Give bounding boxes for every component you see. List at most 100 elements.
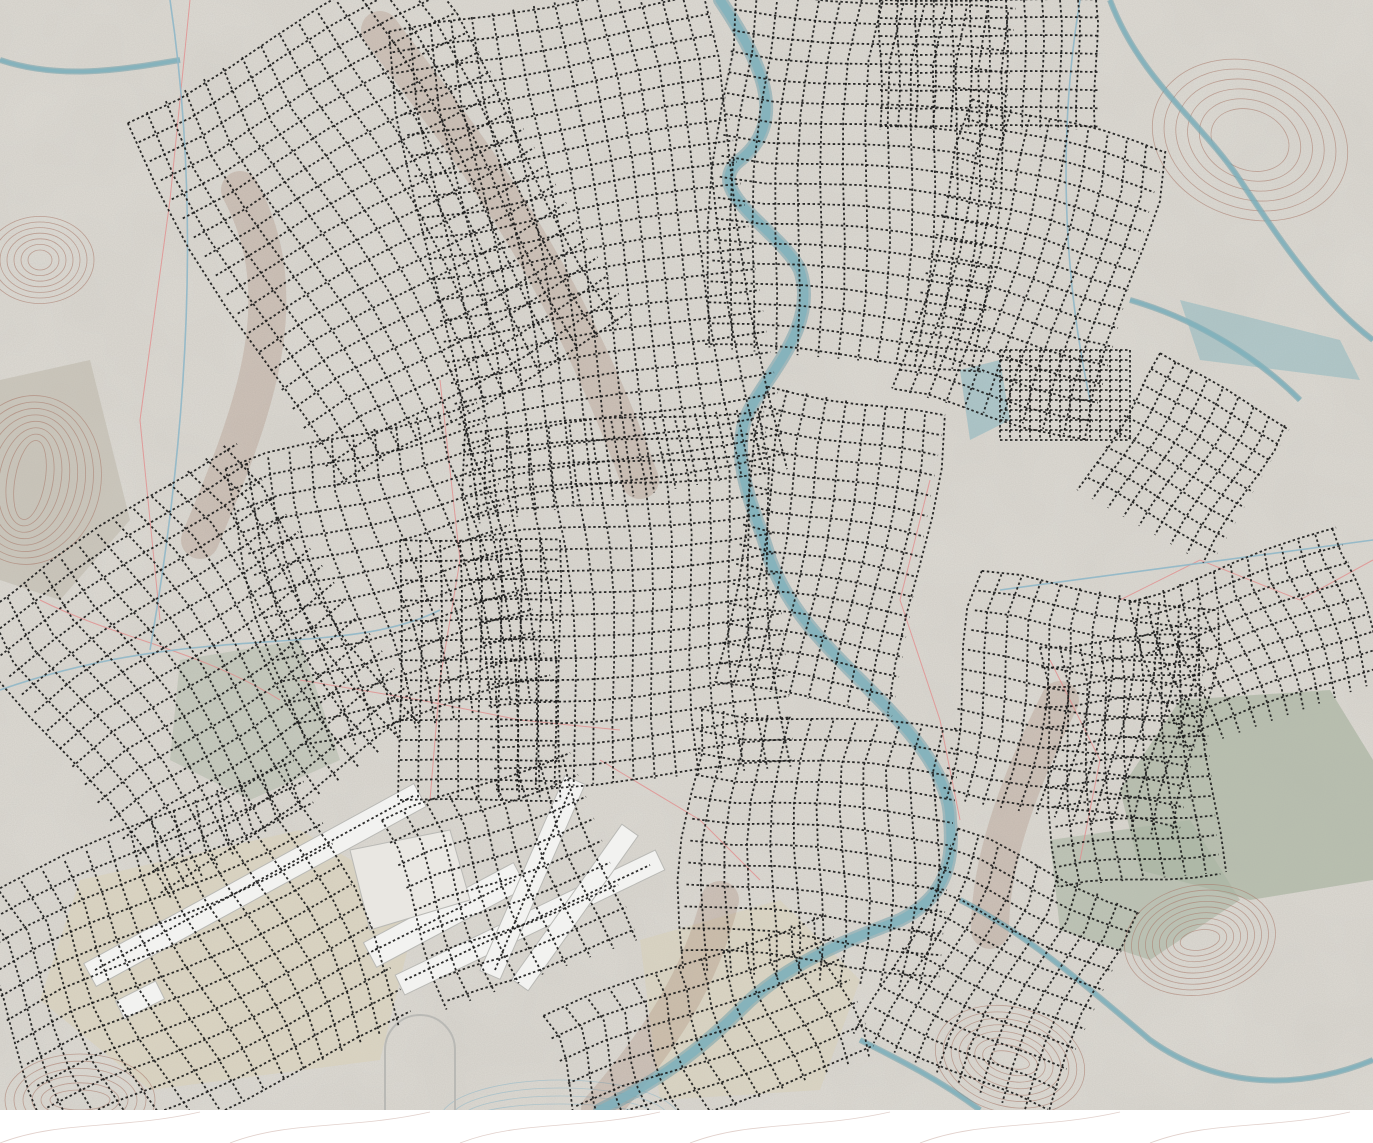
street-line-vertical xyxy=(477,539,483,801)
street-line-horizontal xyxy=(879,16,1101,20)
grid-east-lower xyxy=(1038,633,1228,888)
street-line-horizontal xyxy=(458,371,775,426)
street-line-horizontal xyxy=(567,979,850,1085)
airport-terminal xyxy=(349,829,471,931)
street-line-horizontal xyxy=(695,774,956,802)
street-line-horizontal xyxy=(948,847,1131,934)
arc-track xyxy=(384,1014,456,1110)
street-line-horizontal xyxy=(292,238,588,410)
street-line-horizontal xyxy=(717,196,997,227)
street-line-horizontal xyxy=(314,274,609,448)
grid-airport xyxy=(381,752,638,1010)
street-line-horizontal xyxy=(399,578,561,582)
street-line-vertical xyxy=(632,982,689,1124)
street-line-vertical xyxy=(859,724,879,985)
street-line-vertical xyxy=(132,508,321,795)
street-line-horizontal xyxy=(399,618,561,622)
street-line-vertical xyxy=(807,403,867,699)
street-line-horizontal xyxy=(1046,714,1207,729)
tributary xyxy=(1108,0,1373,342)
street-line-vertical xyxy=(574,0,656,493)
contour-fringe xyxy=(689,1111,891,1143)
street-line-vertical xyxy=(1118,640,1145,880)
street-line-horizontal xyxy=(721,154,1001,184)
street-line-vertical xyxy=(497,539,503,801)
street-line-horizontal xyxy=(138,0,434,144)
street-line-horizontal xyxy=(59,564,323,750)
street-line-horizontal xyxy=(714,238,993,270)
street-line-horizontal xyxy=(414,118,730,178)
grid-orthogonal xyxy=(397,538,563,802)
street-line-horizontal xyxy=(966,117,1160,174)
contour-ring xyxy=(1145,900,1255,980)
street-line-horizontal xyxy=(1129,526,1337,604)
street-line-vertical xyxy=(1297,540,1352,693)
street-line-vertical xyxy=(1128,602,1191,752)
street-line-vertical xyxy=(1039,0,1045,131)
street-line-horizontal xyxy=(1135,544,1343,621)
street-line-vertical xyxy=(279,34,486,403)
street-line-horizontal xyxy=(147,685,408,876)
street-line-vertical xyxy=(1023,902,1119,1114)
street-line-horizontal xyxy=(722,641,900,678)
street-line-vertical xyxy=(288,451,378,740)
street-line-vertical xyxy=(1170,612,1221,839)
street-line-horizontal xyxy=(281,220,578,391)
street-line-horizontal xyxy=(149,0,446,163)
street-line-horizontal xyxy=(237,146,535,315)
street-line-vertical xyxy=(1186,415,1271,554)
street-line-horizontal xyxy=(193,70,491,239)
street-line-horizontal xyxy=(0,443,238,624)
aerial-imagery-layer xyxy=(0,0,1373,1110)
street-line-horizontal xyxy=(439,268,756,323)
street-line-vertical xyxy=(224,468,313,757)
street-line-horizontal xyxy=(864,1027,1049,1111)
street-line-vertical xyxy=(963,119,1051,409)
street-line-horizontal xyxy=(414,839,603,912)
street-line-vertical xyxy=(281,759,400,1026)
street-line-vertical xyxy=(1091,361,1177,500)
street-line-horizontal xyxy=(399,558,561,562)
street-line-vertical xyxy=(1280,546,1336,699)
contour-ring xyxy=(1172,923,1228,957)
street-line-vertical xyxy=(1154,397,1239,536)
street-line-horizontal xyxy=(494,737,793,770)
contour-fringe xyxy=(229,1111,431,1143)
street-line-vertical xyxy=(512,9,595,504)
street-line-horizontal xyxy=(470,471,770,498)
contour-ring xyxy=(4,1053,156,1143)
street-line-horizontal xyxy=(399,778,561,782)
highway xyxy=(999,539,1373,591)
street-line-vertical xyxy=(589,422,616,783)
street-line-vertical xyxy=(165,100,384,462)
street-line-horizontal xyxy=(1041,653,1202,669)
bottom-margin xyxy=(0,1110,1373,1143)
street-line-vertical xyxy=(857,1,884,361)
street-line-vertical xyxy=(631,418,656,779)
street-line-vertical xyxy=(129,830,265,1089)
street-line-vertical xyxy=(403,811,472,1002)
street-line-vertical xyxy=(1093,0,1099,131)
street-line-vertical xyxy=(985,0,991,131)
street-line-horizontal xyxy=(946,767,1184,809)
street-line-horizontal xyxy=(109,633,371,822)
street-line-horizontal xyxy=(760,425,939,457)
street-line-horizontal xyxy=(399,718,561,722)
street-line-horizontal xyxy=(477,551,777,582)
street-line-vertical xyxy=(0,609,188,888)
street-line-horizontal xyxy=(0,478,263,660)
street-line-horizontal xyxy=(299,674,551,746)
contour-ring xyxy=(942,1011,1078,1109)
street-line-horizontal xyxy=(694,795,954,824)
street-line-vertical xyxy=(914,0,919,131)
street-line-horizontal xyxy=(226,128,525,296)
street-line-horizontal xyxy=(1150,368,1281,447)
contour-ring xyxy=(1131,889,1269,991)
street-line-horizontal xyxy=(904,349,1099,404)
street-line-vertical xyxy=(879,726,900,986)
street-line-horizontal xyxy=(684,905,944,935)
street-line-vertical xyxy=(317,12,522,382)
street-line-horizontal xyxy=(736,0,1016,10)
